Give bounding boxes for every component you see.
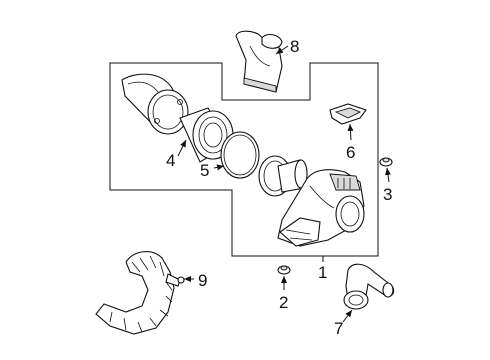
leader-7 (342, 309, 353, 323)
leader-8 (275, 45, 289, 55)
bracket (329, 103, 367, 125)
intake-duct (235, 30, 283, 93)
leader-3 (385, 167, 391, 183)
leader-5 (213, 164, 225, 171)
seal-ring (220, 131, 260, 179)
callout-4: 4 (166, 151, 175, 170)
grommet-bottom (277, 265, 291, 275)
callout-6: 6 (346, 143, 355, 162)
air-cleaner-cover (121, 73, 189, 135)
leader-4 (177, 139, 187, 157)
callout-5: 5 (200, 161, 209, 180)
leader-6 (347, 123, 354, 141)
housing-inlet (258, 155, 308, 197)
callout-2: 2 (279, 293, 288, 312)
assembly-boundary (109, 62, 379, 257)
callout-9: 9 (198, 271, 207, 290)
callout-7: 7 (334, 319, 343, 338)
callout-3: 3 (383, 185, 392, 204)
breather-hose (343, 263, 395, 310)
callout-8: 8 (290, 37, 299, 56)
grommet-top (379, 157, 393, 167)
outlet-hose (95, 251, 185, 335)
callout-1: 1 (318, 263, 327, 282)
air-cleaner-housing (277, 169, 365, 247)
